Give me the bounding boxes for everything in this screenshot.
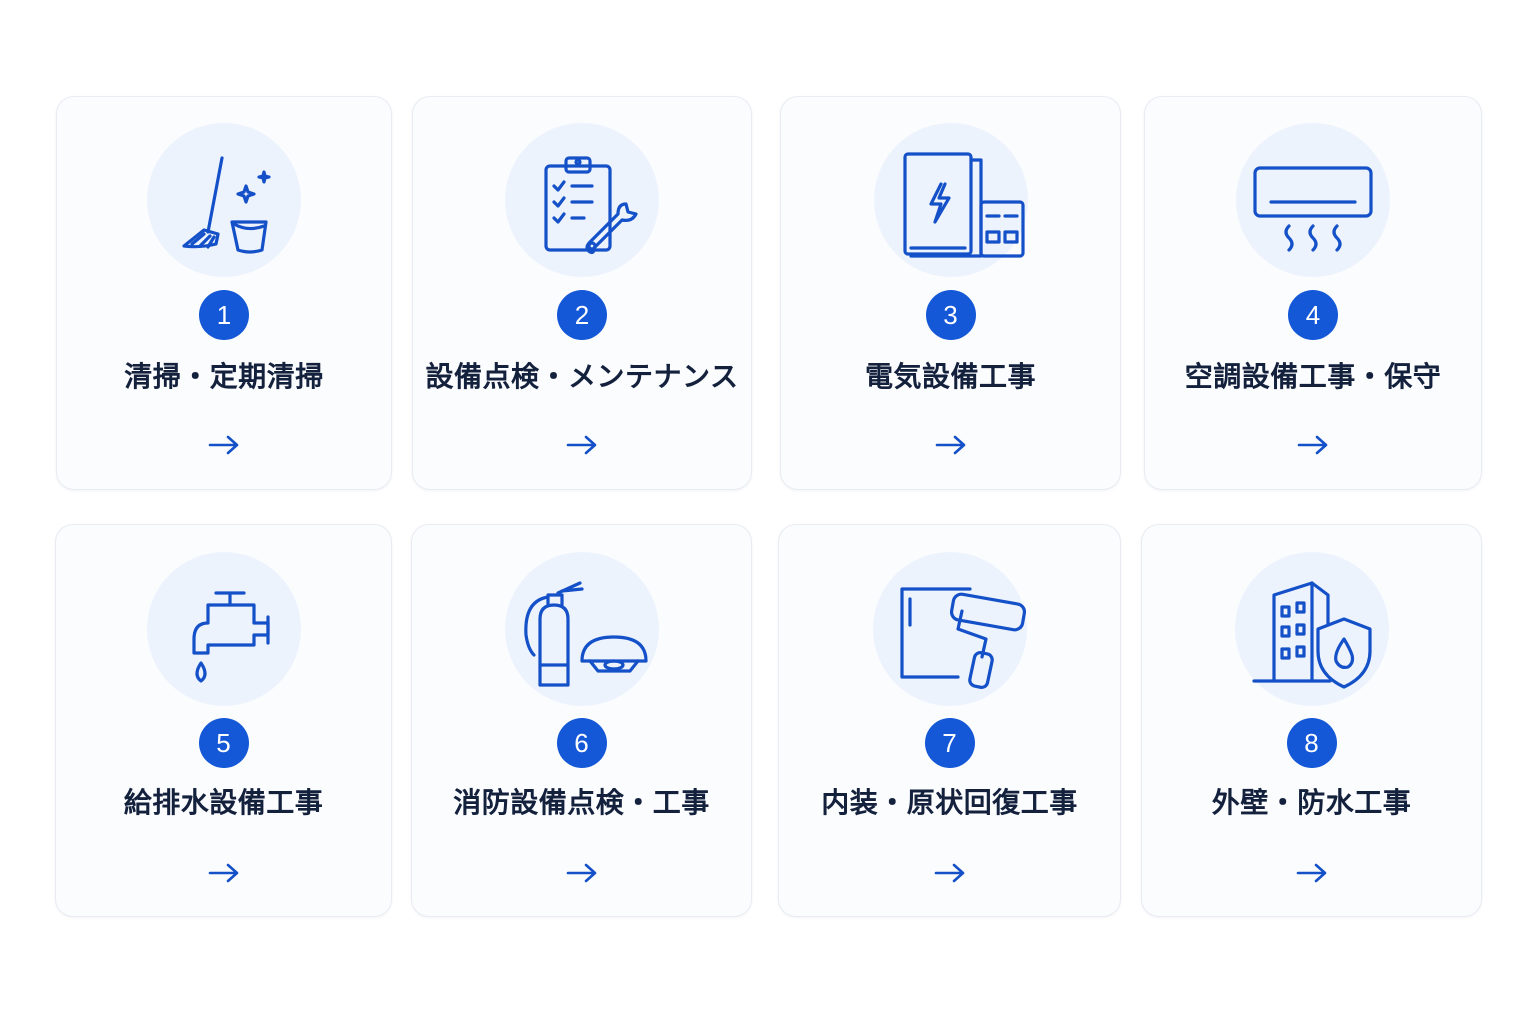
arrow-right-icon[interactable] (565, 434, 599, 456)
clipboard-wrench-icon (544, 156, 638, 255)
step-badge: 3 (925, 290, 976, 340)
icon-circle (505, 123, 659, 277)
service-label: 清掃・定期清掃 (124, 360, 324, 393)
broom-bucket-icon (182, 156, 271, 254)
arrow-right-icon[interactable] (207, 862, 241, 884)
faucet-icon (191, 591, 270, 683)
service-label: 空調設備工事・保守 (1184, 360, 1442, 393)
step-badge: 8 (1286, 718, 1337, 768)
arrow-right-icon[interactable] (1295, 862, 1329, 884)
arrow-right-icon[interactable] (565, 862, 599, 884)
fire-extinguisher-icon (523, 581, 648, 687)
service-card-cleaning[interactable]: 1 清掃・定期清掃 (56, 96, 392, 490)
service-label: 設備点検・メンテナンス (425, 360, 739, 393)
icon-circle (872, 552, 1027, 706)
arrow-right-icon[interactable] (207, 434, 241, 456)
arrow-right-icon[interactable] (934, 434, 968, 456)
service-label: 外壁・防水工事 (1211, 786, 1412, 819)
service-card-plumbing[interactable]: 5 給排水設備工事 (55, 524, 392, 917)
service-card-fire-safety[interactable]: 6 消防設備点検・工事 (411, 524, 752, 917)
icon-circle (147, 123, 301, 277)
service-label: 消防設備点検・工事 (453, 786, 710, 819)
step-badge: 2 (557, 290, 607, 340)
step-badge: 6 (556, 718, 607, 768)
arrow-right-icon[interactable] (933, 862, 967, 884)
service-label: 給排水設備工事 (123, 786, 324, 819)
service-label: 電気設備工事 (864, 360, 1036, 393)
icon-circle (873, 123, 1028, 277)
service-card-electrical[interactable]: 3 電気設備工事 (780, 96, 1121, 490)
step-badge: 7 (924, 718, 975, 768)
service-card-interior[interactable]: 7 内装・原状回復工事 (778, 524, 1121, 917)
icon-circle (1236, 123, 1390, 277)
service-card-inspection[interactable]: 2 設備点検・メンテナンス (412, 96, 752, 490)
icon-circle (146, 552, 301, 706)
electrical-panel-icon (902, 152, 1025, 258)
service-label: 内装・原状回復工事 (821, 786, 1078, 819)
paint-roller-icon (899, 587, 1026, 689)
step-badge: 4 (1288, 290, 1338, 340)
service-card-exterior-waterproofing[interactable]: 8 外壁・防水工事 (1141, 524, 1482, 917)
step-badge: 1 (199, 290, 249, 340)
icon-circle (504, 552, 659, 706)
icon-circle (1234, 552, 1389, 706)
step-badge: 5 (198, 718, 249, 768)
arrow-right-icon[interactable] (1296, 434, 1330, 456)
air-conditioner-icon (1253, 166, 1373, 252)
service-card-hvac[interactable]: 4 空調設備工事・保守 (1144, 96, 1482, 490)
building-shield-icon (1251, 581, 1372, 689)
